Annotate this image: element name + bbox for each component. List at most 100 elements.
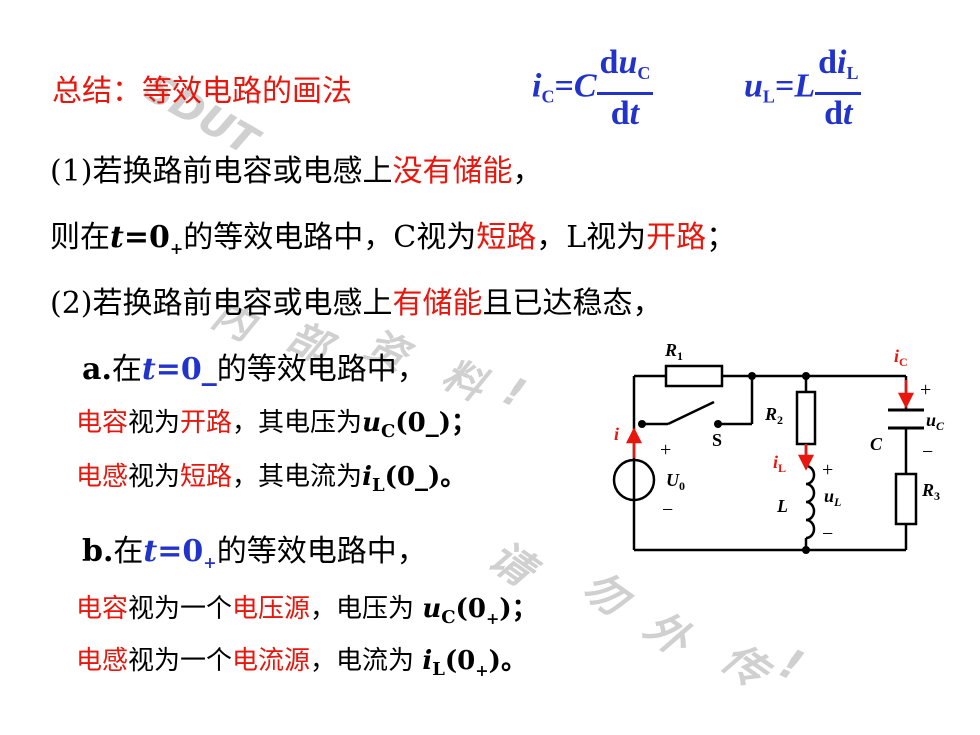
switch-blade [667,400,715,426]
label-r2: R2 [764,404,783,427]
arrow-head [625,427,643,444]
part-b-capacitor: 电容视为一个电压源，电压为 uC(0+)； [76,588,538,628]
text: )。 [488,646,527,676]
arrow-head [897,392,915,409]
text: 的等效电路中，C视为 [183,220,477,255]
label-ic: iC [894,346,908,369]
highlight-text: 电容 [76,594,129,624]
highlight-text: 电感 [76,462,129,492]
math-symbol: u [422,594,442,624]
watermark-char: ! [496,368,533,418]
text: 的等效电路中， [216,352,427,387]
highlight-text: 短路 [476,220,537,255]
watermark-char: 外 [636,600,699,666]
formula-d: d [824,95,844,132]
formula-symbol: u [618,44,638,81]
circuit-diagram: R1 R2 R3 C L S U0 uC uL i iC iL + − + − … [612,340,945,554]
math-symbol: t [110,220,124,255]
math-symbol: u [362,408,381,438]
watermark-char: 请 [480,530,543,596]
text: 视为一个 [128,646,233,676]
highlight-text: 没有储能 [392,154,513,189]
polarity-plus: + [920,379,931,401]
label-u0: U0 [666,470,685,493]
inductor-coil [805,464,816,540]
part-a-heading: a.在t=0_的等效电路中， [82,344,427,388]
polarity-minus: − [822,523,833,545]
text: ，电压为 [310,594,423,624]
polarity-minus: − [922,441,933,463]
highlight-text: 电容 [76,408,129,438]
text: 视为 [128,408,181,438]
text: (1)若换路前电容或电感上 [50,154,393,189]
formula-d: d [599,44,619,81]
node [802,372,810,380]
label-i: i [614,424,619,444]
formula-d: d [818,44,838,81]
text: 的等效电路中， [216,534,427,569]
subscript: + [203,553,217,572]
text: (2)若换路前电容或电感上 [50,286,393,321]
label-r3: R3 [921,480,940,503]
highlight-text: 电感 [76,646,129,676]
text: 视为 [128,462,181,492]
node [748,372,756,380]
math-symbol: t [143,534,158,569]
subscript: + [485,609,500,628]
text: a. [82,352,112,387]
text: (0 [455,594,486,624]
page-title: 总结：等效电路的画法 [52,66,352,110]
formula-subscript: C [637,63,651,83]
math-text: =0 [157,534,204,569]
subscript: L [432,659,445,680]
label-uc: uC [926,410,945,433]
resistor-r1 [664,364,724,388]
highlight-text: 电压源 [232,594,311,624]
formula-subscript: L [762,86,775,107]
formula-symbol: C [573,67,597,105]
formula-symbol: i [532,67,542,105]
text: ，电流为 [310,646,423,676]
resistor-r3 [894,472,918,526]
text: =0 [123,220,170,255]
subscript: C [380,421,396,442]
text: 且已达稳态， [482,286,663,321]
rule-2: (2)若换路前电容或电感上有储能且已达稳态， [50,278,663,322]
text: ， [512,154,543,189]
math-symbol: i [362,462,372,492]
node [802,546,810,554]
title-prefix: 总结： [52,74,142,109]
part-b-inductor: 电感视为一个电流源，电流为 iL(0+)。 [76,640,527,680]
label-ul: uL [824,486,841,509]
polarity-plus: + [822,459,833,481]
text: 则在 [50,220,110,255]
watermark-char: ! [772,638,811,691]
label-c: C [870,434,883,454]
text: )； [499,594,538,624]
text: b. [82,534,114,569]
formula-subscript: C [541,86,555,107]
text: ，其电流为 [232,462,363,492]
math-symbol: i [422,646,433,676]
polarity-minus: − [662,499,673,521]
part-a-inductor: 电感视为短路，其电流为iL(0_)。 [76,456,466,496]
math-text: =0_ [155,352,217,387]
label-il: iL [773,452,786,475]
title-main: 等效电路的画法 [142,74,352,109]
formula-symbol: i [837,44,847,81]
formula-symbol: t [843,95,853,132]
text: 在 [111,352,142,387]
highlight-text: 电流源 [232,646,311,676]
rule-1: (1)若换路前电容或电感上没有储能， [50,146,543,190]
text: 视为一个 [128,594,233,624]
formula-equals: = [554,67,574,105]
label-r1: R1 [664,340,683,363]
subscript: L [371,475,385,496]
watermark-char: 勿 [574,560,637,626]
subscript: C [441,607,456,628]
subscript: + [169,239,184,258]
formula-equals: = [774,67,795,105]
